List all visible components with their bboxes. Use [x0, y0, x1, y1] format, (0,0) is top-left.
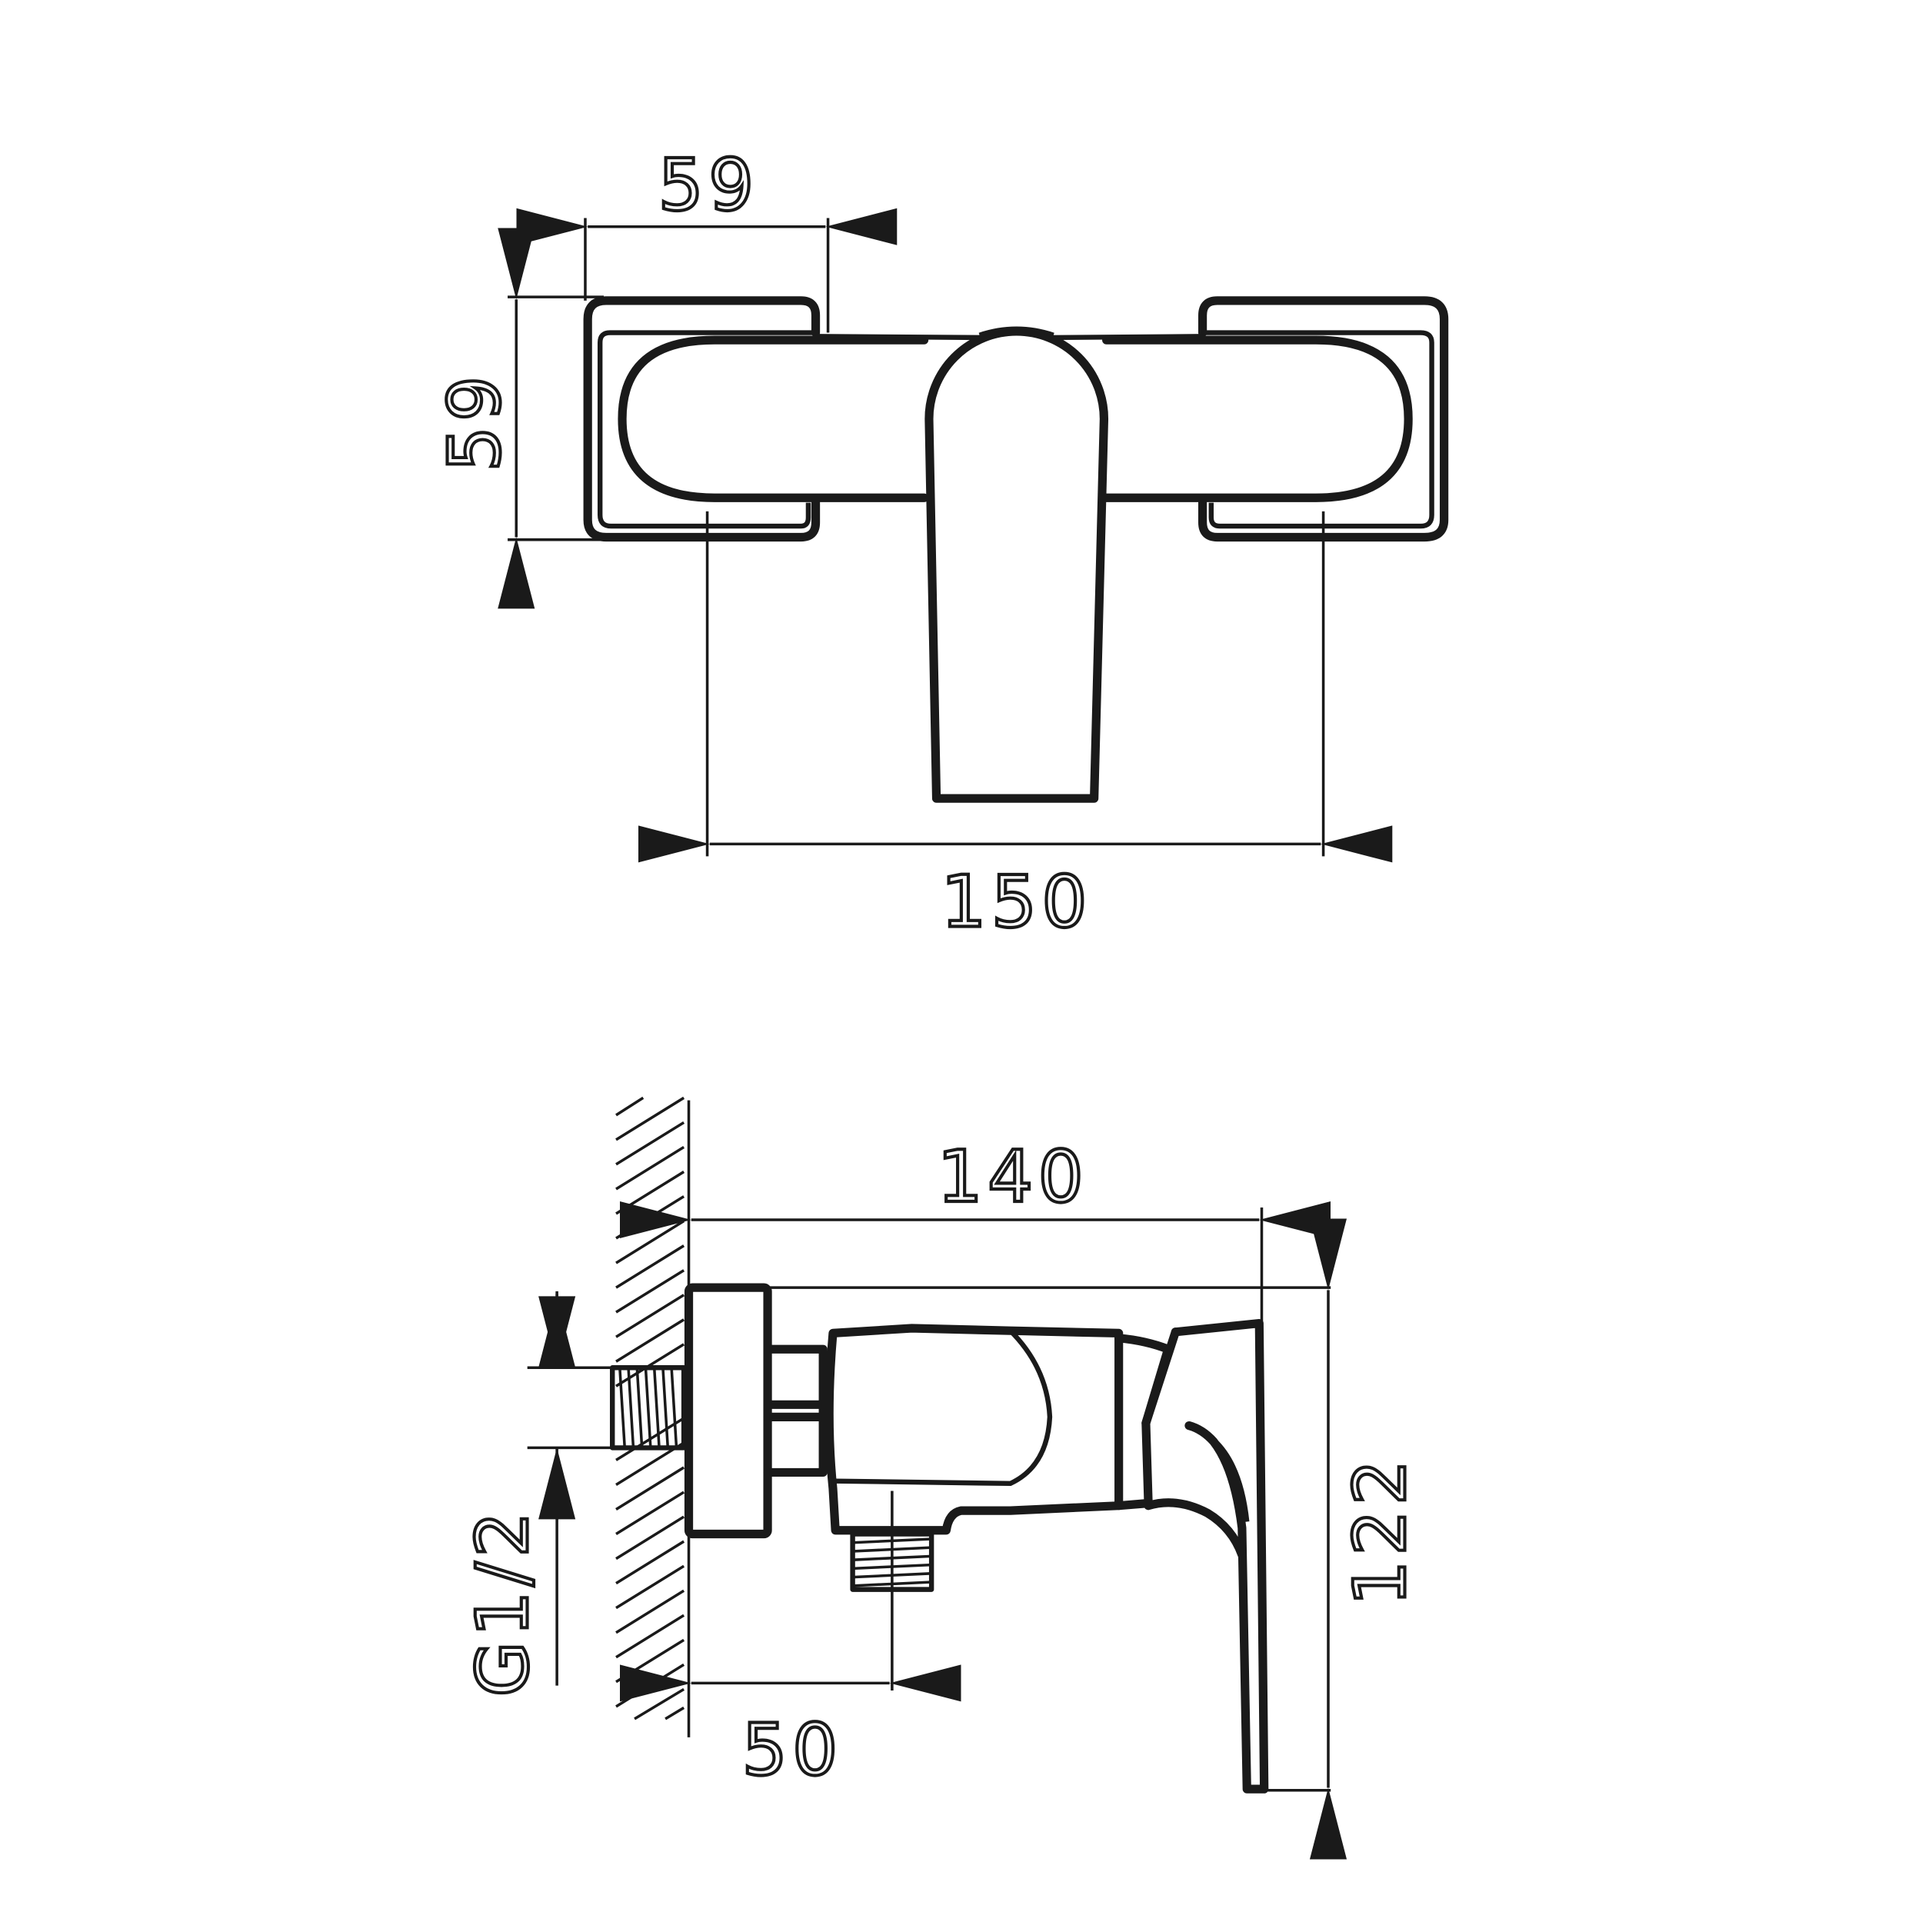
dimension-flange-height: 59: [431, 228, 604, 609]
dim-label-height: 122: [1338, 1454, 1421, 1606]
dim-label-depth: 140: [938, 1135, 1089, 1218]
side-view: 140 122 G1/2 50: [460, 1096, 1423, 1860]
mixer-body: [824, 1318, 1269, 1794]
top-view: 59 59 150: [431, 142, 1449, 945]
dimension-flange-width: 59: [516, 142, 898, 333]
dim-label-thread: G1/2: [461, 1507, 545, 1697]
dim-label-center-distance: 150: [941, 861, 1092, 944]
dimension-outlet-offset: 50: [619, 1491, 961, 1793]
dimension-height: 122: [768, 1218, 1423, 1860]
dimension-center-distance: 150: [638, 511, 1393, 945]
inlet-thread: [610, 1365, 687, 1451]
right-flange: [1102, 296, 1449, 542]
dimension-thread: G1/2: [460, 1291, 613, 1698]
wall-hatching: [615, 1096, 691, 1737]
dim-label-outlet-offset: 50: [742, 1708, 843, 1791]
dimension-depth: 140: [619, 1134, 1331, 1324]
lever-handle: [924, 326, 1109, 803]
dim-label-flange-height: 59: [433, 371, 516, 471]
left-flange: [583, 296, 929, 542]
dim-label-flange-width: 59: [658, 143, 759, 226]
wall-plate: [684, 1283, 772, 1539]
